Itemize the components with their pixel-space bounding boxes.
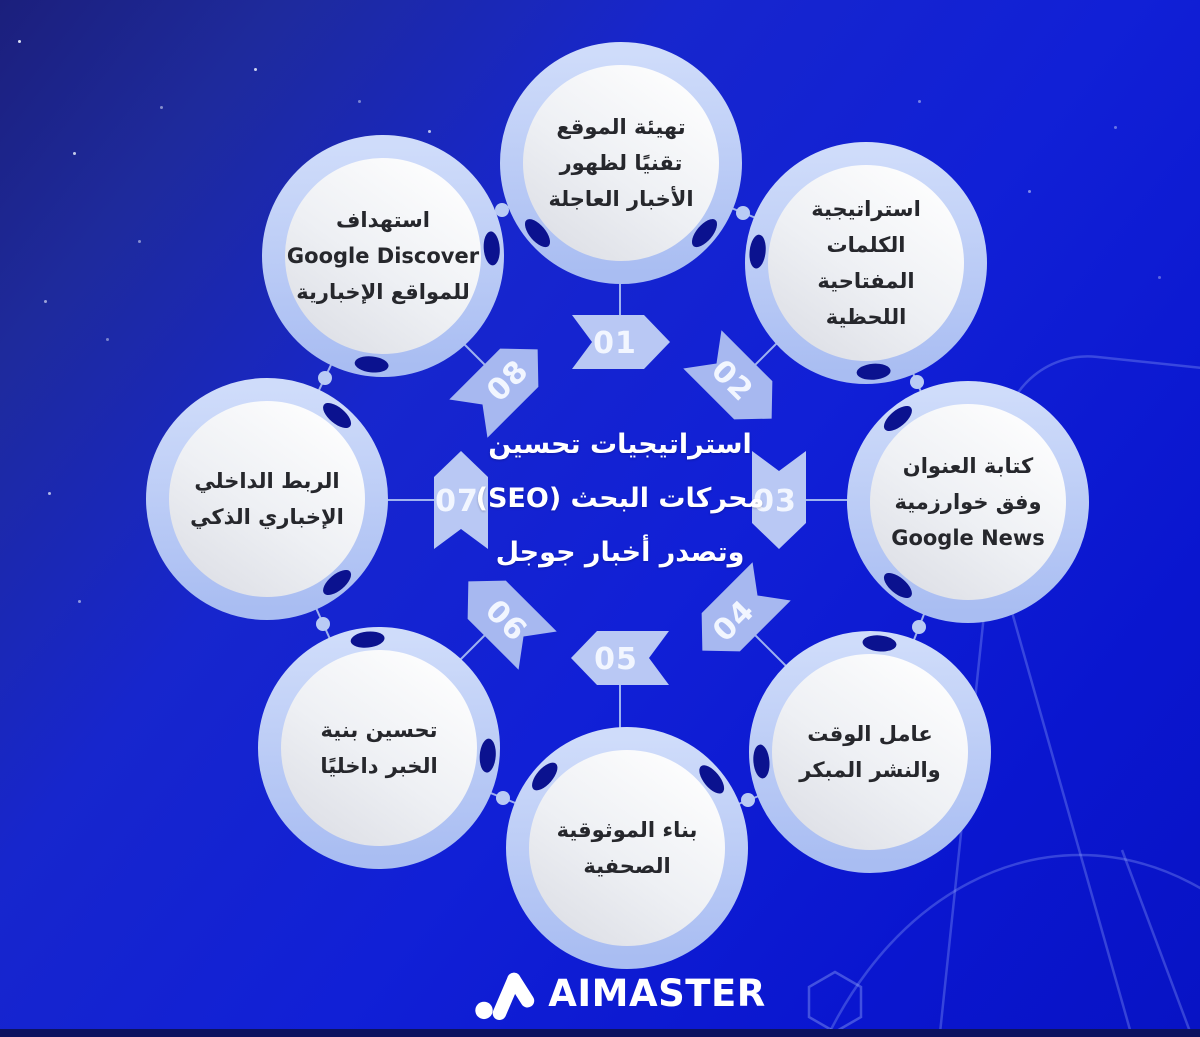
- node-disc: [772, 654, 968, 850]
- node-ring: [847, 381, 1089, 623]
- ribbon-07-number: 07: [435, 484, 479, 519]
- ribbon-06-shape: [467, 580, 557, 670]
- node-04-label: عامل الوقت والنشر المبكر: [799, 721, 941, 782]
- node-03-label: كتابة العنوان وفق خوارزمية Google News: [891, 453, 1045, 551]
- node-ring: [500, 42, 742, 284]
- ring-accent: [691, 219, 718, 248]
- ring-accent: [883, 572, 912, 599]
- node-disc: [281, 650, 477, 846]
- ring-accent: [483, 231, 500, 266]
- ring-accent: [856, 363, 891, 380]
- ring-accent: [699, 765, 725, 794]
- node-06-circle: [258, 627, 500, 869]
- node-disc: [529, 750, 725, 946]
- node-disc: [768, 165, 964, 361]
- ring-accent: [883, 405, 912, 432]
- bottom-bar: [0, 1029, 1200, 1037]
- connector-pins: [316, 203, 926, 807]
- ribbon-03-shape: [752, 451, 806, 549]
- ring-accent: [862, 635, 897, 652]
- node-06-label: تحسين بنية الخبر داخليًا: [320, 717, 438, 778]
- ring-accent: [323, 569, 352, 596]
- connector-pin: [495, 203, 509, 217]
- node-disc: [523, 65, 719, 261]
- node-disc: [285, 158, 481, 354]
- ribbon-04-shape: [701, 562, 791, 652]
- node-02-circle: [745, 142, 987, 384]
- ring-accent: [532, 762, 558, 791]
- node-01-label: تهيئة الموقع تقنيًا لظهور الأخبار العاجل…: [548, 114, 694, 212]
- node-03-circle: [847, 381, 1089, 623]
- ribbon-05-shape: [571, 631, 669, 685]
- ring-accent: [753, 744, 770, 779]
- ring-accent: [350, 631, 385, 648]
- brand-logo-icon: [475, 972, 535, 1021]
- ring-accent: [524, 219, 551, 248]
- connector-pin: [912, 620, 926, 634]
- brand-logo-text: AIMASTER: [548, 971, 766, 1015]
- ring-accent: [749, 234, 766, 269]
- ribbon-01-shape: [572, 315, 670, 369]
- connector-pin: [736, 206, 750, 220]
- node-07-circle: [146, 378, 388, 620]
- connector-pin: [318, 371, 332, 385]
- node-02-label: استراتيجية الكلمات المفتاحية اللحظية: [811, 196, 921, 330]
- ribbon-05-number: 05: [594, 642, 638, 677]
- ribbon-02-shape: [683, 330, 773, 420]
- ring-accent: [479, 738, 496, 773]
- connector-pin: [316, 617, 330, 631]
- center-title: استراتيجيات تحسين محركات البحث (SEO) وتص…: [475, 429, 765, 568]
- connector-pin: [910, 375, 924, 389]
- ring-accent: [323, 402, 352, 429]
- ribbon-08-shape: [449, 348, 539, 438]
- node-08-circle: [262, 135, 504, 377]
- node-04-circle: [749, 631, 991, 873]
- node-ring: [506, 727, 748, 969]
- node-08-label: استهداف Google Discover للمواقع الإخباري…: [286, 207, 480, 305]
- ring-accent: [354, 356, 389, 373]
- brand-logo: AIMASTER: [474, 965, 766, 1021]
- ribbon-01-number: 01: [593, 326, 637, 361]
- node-07-label: الربط الداخلي الإخباري الذكي: [190, 468, 344, 529]
- node-disc: [169, 401, 365, 597]
- ribbon-07-shape: [434, 451, 488, 549]
- node-01-circle: [500, 42, 742, 284]
- node-ring: [146, 378, 388, 620]
- connector-pin: [741, 793, 755, 807]
- stars-decoration: [18, 40, 21, 43]
- node-disc: [870, 404, 1066, 600]
- ribbon-03-number: 03: [753, 484, 797, 519]
- connector-pin: [496, 791, 510, 805]
- node-05-circle: [506, 727, 748, 969]
- node-05-label: بناء الموثوقية الصحفية: [556, 817, 698, 878]
